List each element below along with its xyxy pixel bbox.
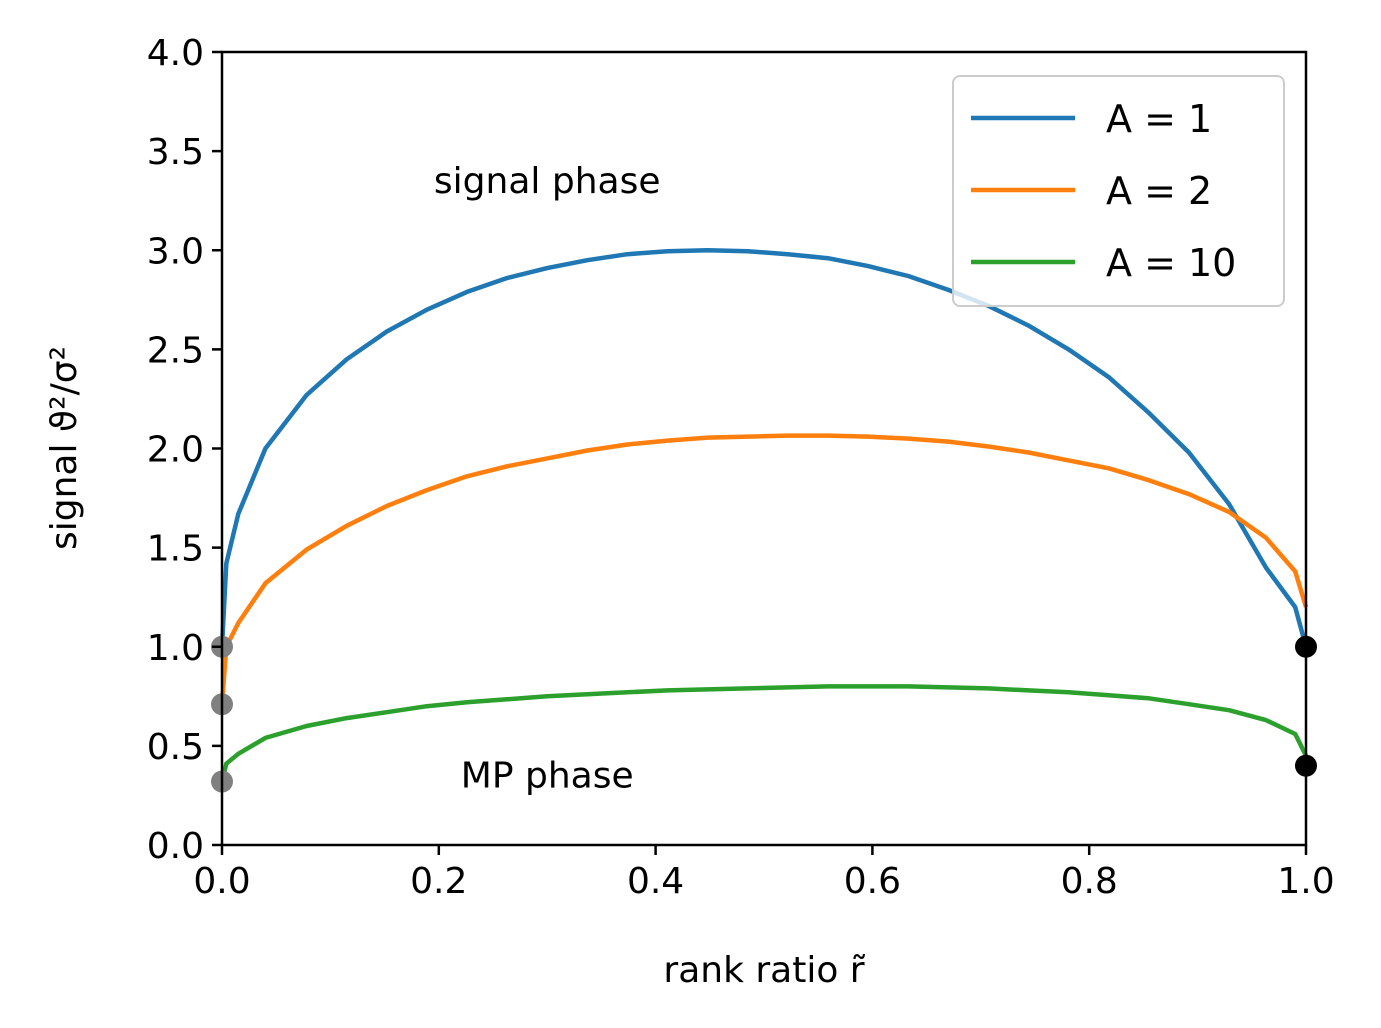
y-tick-label: 3.0 — [147, 231, 204, 272]
legend-box — [952, 75, 1285, 307]
x-tick-label: 0.0 — [193, 861, 250, 902]
legend-label-1: A = 2 — [1106, 169, 1212, 213]
x-tick-label: 0.6 — [844, 861, 901, 902]
legend-label-0: A = 1 — [1106, 97, 1212, 141]
annotation-layer: signal phase MP phase — [434, 161, 661, 797]
series-line-0 — [219, 248, 1309, 648]
x-tick-label: 1.0 — [1277, 861, 1334, 902]
phase-annotation-0: signal phase — [434, 161, 661, 202]
y-tick-label: 1.5 — [147, 529, 204, 570]
y-tick-label: 2.0 — [147, 430, 204, 471]
series-line-2 — [219, 684, 1309, 783]
x-tick-label: 0.2 — [410, 861, 467, 902]
y-tick-label: 1.0 — [147, 628, 204, 669]
x-tick-label: 0.4 — [627, 861, 684, 902]
y-tick-label: 4.0 — [147, 33, 204, 74]
series-line-1 — [219, 433, 1309, 705]
x-tick-label: 0.8 — [1061, 861, 1118, 902]
y-tick-label: 2.5 — [147, 330, 204, 371]
y-tick-label: 3.5 — [147, 132, 204, 173]
y-axis-label: signal ϑ²/σ² — [44, 346, 85, 550]
phase-annotation-1: MP phase — [461, 756, 634, 797]
tick-layer: 0.0 0.2 0.4 0.6 0.8 1.0 0.0 0.5 1.0 1.5 2.0 2.5 3.0 3… — [147, 33, 1335, 902]
legend: A = 1 A = 2 A = 10 — [952, 75, 1285, 307]
x-axis-label: rank ratio r̃ — [663, 950, 865, 991]
y-tick-label: 0.5 — [147, 727, 204, 768]
legend-label-2: A = 10 — [1106, 241, 1236, 285]
legend-items: A = 1 A = 2 A = 10 — [971, 97, 1236, 285]
series-layer — [219, 248, 1309, 783]
y-tick-label: 0.0 — [147, 826, 204, 867]
